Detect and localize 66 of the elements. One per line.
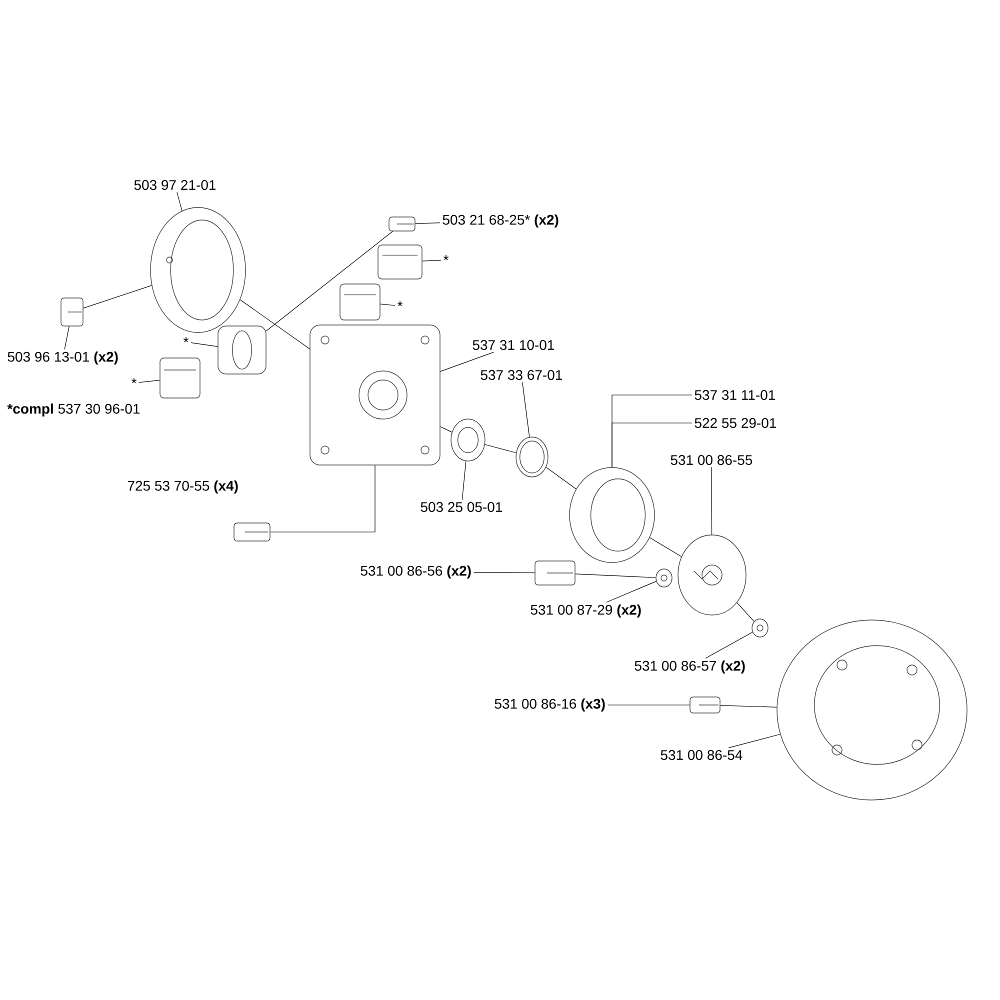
part-number: 531 00 87-29 (x2) [530, 604, 641, 618]
part-number: 503 25 05-01 [420, 502, 502, 512]
assembly-line [83, 285, 152, 309]
assembly-line [484, 444, 516, 454]
leader-line [711, 466, 712, 535]
assembly-line [736, 602, 754, 622]
asterisk-mark: * [184, 337, 189, 342]
bolt-drawing [534, 560, 576, 586]
part-note: 725 53 70-55 (x4) [128, 480, 238, 494]
assembly-line [440, 426, 452, 432]
part-number: 537 31 10-01 [472, 340, 554, 350]
bracket-drawing [378, 244, 422, 280]
part-number: 531 00 86-55 [670, 455, 752, 465]
leader-line [440, 352, 494, 372]
leader-line [473, 572, 535, 574]
screw-drawing [690, 696, 720, 714]
part-number: 537 31 11-01 [694, 390, 775, 400]
leader-line [64, 326, 70, 350]
clutch-drawing [678, 534, 746, 616]
part-number: 531 00 86-16 (x3) [494, 698, 605, 712]
part-number: 531 00 86-54 [660, 750, 742, 760]
clip-drawing [160, 358, 200, 398]
housing-drawing [310, 324, 440, 466]
sleeve-drawing [218, 326, 266, 374]
leader-line [462, 460, 466, 500]
asterisk-mark: * [132, 378, 137, 384]
circlip-drawing [516, 436, 548, 478]
assembly-line [546, 466, 576, 490]
washer-drawing [656, 568, 672, 588]
guard-drawing [776, 620, 968, 800]
leader-line [612, 422, 692, 468]
assembly-line [720, 705, 778, 708]
assembly-line [649, 537, 682, 557]
part-number: 531 00 86-57 (x2) [634, 660, 745, 674]
cover-drawing [150, 207, 246, 333]
part-number: 503 97 21-01 [134, 180, 216, 190]
assembly-line [266, 231, 393, 332]
leader-line [705, 632, 753, 659]
leader-line [607, 704, 690, 706]
leader-line [422, 260, 442, 262]
leader-line [138, 380, 160, 383]
bearing-drawing [450, 418, 486, 462]
leader-line [522, 382, 530, 438]
part-number: 503 21 68-25* (x2) [442, 214, 558, 228]
assembly-line [270, 465, 376, 532]
screw-drawing [388, 216, 416, 232]
washer-drawing [752, 618, 768, 638]
assembly-line [240, 299, 310, 350]
leader-line [380, 304, 396, 306]
leader-line [415, 222, 440, 224]
leader-line [606, 581, 656, 603]
part-number: 537 33 67-01 [480, 370, 562, 380]
leader-line [190, 342, 218, 347]
assembly-line [575, 574, 656, 578]
part-note: *compl 537 30 96-01 [7, 403, 140, 417]
leader-line [728, 734, 780, 748]
part-number: 522 55 29-01 [694, 418, 776, 428]
part-number: 503 96 13-01 (x2) [8, 351, 118, 365]
screw-drawing [234, 522, 270, 542]
asterisk-mark: * [444, 255, 449, 260]
leader-line [176, 192, 182, 212]
part-number: 531 00 86-56 (x2) [360, 565, 471, 579]
asterisk-mark: * [398, 301, 403, 306]
drum-drawing [569, 467, 655, 563]
screw-drawing [60, 298, 84, 326]
bracket-drawing [340, 284, 380, 320]
